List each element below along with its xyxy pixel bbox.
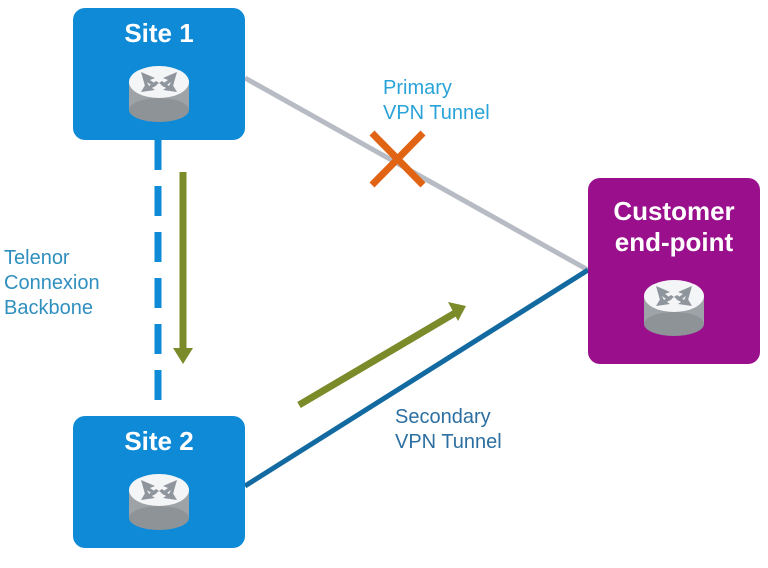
site-2-node[interactable]: Site 2 [73,416,245,548]
failure-x-icon [369,130,426,188]
secondary-tunnel-line [243,267,590,489]
backbone-label-line-2: Connexion [4,272,100,294]
customer-title-line-2: end-point [614,227,734,257]
site-1-title: Site 1 [124,18,194,48]
failover-arrow-diagonal-icon [297,302,466,409]
primary-label-line-1: Primary [383,77,452,99]
router-icon [644,280,704,336]
site-1-node[interactable]: Site 1 [73,8,245,140]
customer-title-line-1: Customer [613,196,735,226]
backbone-label-line-3: Backbone [4,297,93,319]
customer-endpoint-node[interactable]: Customer end-point [588,178,760,364]
failover-arrow-down-icon [173,172,193,364]
secondary-tunnel-label: Secondary VPN Tunnel [395,405,502,455]
router-icon [129,66,189,122]
primary-label-line-2: VPN Tunnel [383,102,490,124]
customer-endpoint-title: Customer end-point [588,196,760,258]
secondary-label-line-2: VPN Tunnel [395,431,502,453]
backbone-label: Telenor Connexion Backbone [4,246,100,321]
site-2-title: Site 2 [124,426,194,456]
router-icon [129,474,189,530]
secondary-label-line-1: Secondary [395,406,491,428]
backbone-label-line-1: Telenor [4,247,70,269]
primary-tunnel-label: Primary VPN Tunnel [383,76,490,126]
